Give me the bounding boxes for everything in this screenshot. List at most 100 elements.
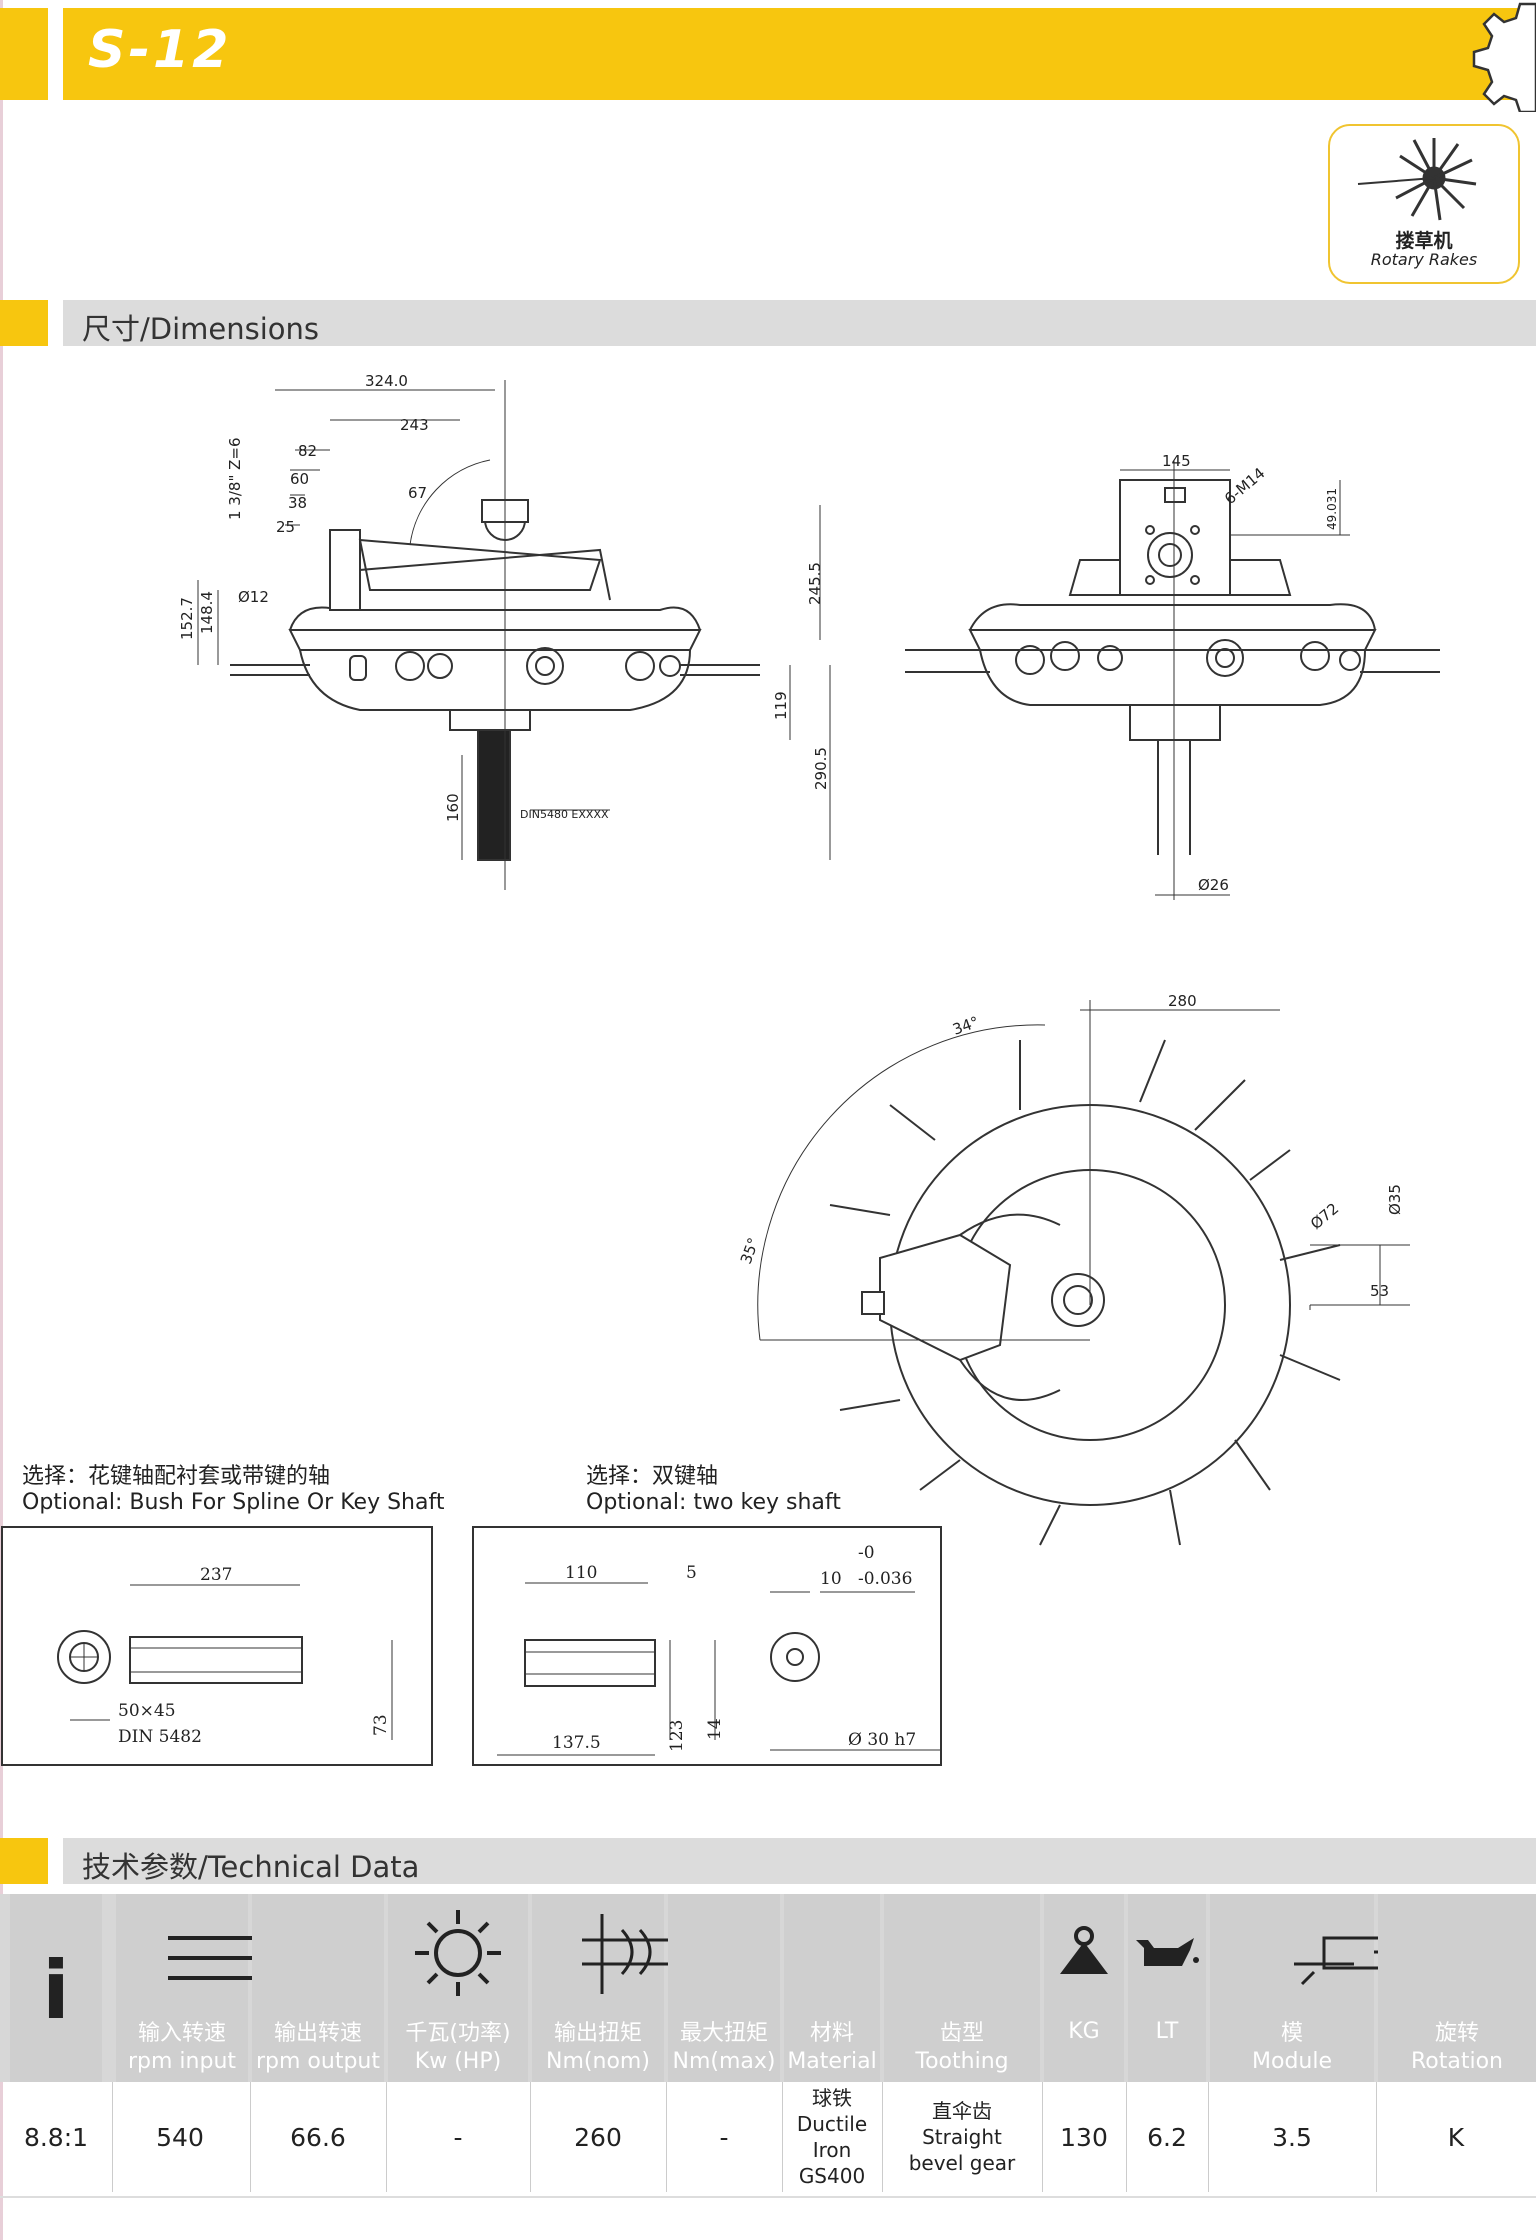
value-nm-nom: 260 <box>574 2122 622 2152</box>
header-kg: KG <box>1044 1894 1124 2082</box>
value-ratio: 8.8:1 <box>23 2122 89 2152</box>
value-material-en1: Ductile Iron <box>796 2112 868 2162</box>
dim-35: 35° <box>737 1235 763 1266</box>
value-toothing-en2: bevel gear <box>908 2151 1016 2175</box>
opt-right-tol-bot: -0.036 <box>858 1569 912 1589</box>
value-nm-max: - <box>719 2122 729 2152</box>
header-ratio: i <box>10 1894 102 2082</box>
section-bar-technical <box>63 1838 1536 1884</box>
dim-width: 324.0 <box>365 372 408 390</box>
dim-243: 243 <box>400 416 429 434</box>
value-kw: - <box>453 2122 463 2152</box>
dim-152: 152.7 <box>178 597 196 640</box>
dim-160: 160 <box>444 793 462 822</box>
dim-38: 38 <box>288 494 307 512</box>
dim-spline-code: DIN5480 EXXXX <box>520 808 609 821</box>
dim-53: 53 <box>1370 1282 1389 1300</box>
technical-drawing: 324.0 243 82 60 38 25 67 1 3/8" Z=6 Ø12 … <box>1 372 1440 1766</box>
opt-left-length: 237 <box>200 1565 232 1585</box>
ratio-symbol: i <box>42 1944 70 2037</box>
dim-245: 245.5 <box>806 562 824 605</box>
section-title-technical: 技术参数/Technical Data <box>82 1850 420 1884</box>
dim-angle: 67 <box>408 484 427 502</box>
opt-right-dia: Ø 30 h7 <box>848 1730 916 1750</box>
logo-text-zh: 搂草机 <box>1395 230 1453 252</box>
opt-right-tol-top: -0 <box>858 1543 875 1563</box>
opt-right-110: 110 <box>565 1563 597 1583</box>
dim-d35: Ø35 <box>1386 1184 1404 1215</box>
rotary-rakes-logo: 搂草机 Rotary Rakes <box>1328 124 1520 284</box>
section-accent-technical <box>0 1838 48 1884</box>
opt-right-14: 14 <box>705 1718 725 1740</box>
opt-right-137: 137.5 <box>552 1733 601 1753</box>
dim-290: 290.5 <box>812 747 830 790</box>
rake-icon <box>1357 138 1477 221</box>
dim-25: 25 <box>276 518 295 536</box>
header-bar <box>63 8 1536 100</box>
value-toothing-en1: Straight <box>922 2125 1002 2149</box>
dim-49: 49.031 <box>1325 488 1339 530</box>
value-module: 3.5 <box>1272 2122 1312 2152</box>
header-kw-label: 千瓦(功率)Kw (HP) <box>405 2021 511 2074</box>
header-kg-label: KG <box>1068 2019 1100 2044</box>
option-left-caption-zh: 选择：花键轴配衬套或带键的轴 <box>22 1464 331 1489</box>
dim-82: 82 <box>298 442 317 460</box>
section-accent-dimensions <box>0 300 48 346</box>
header-kw: 千瓦(功率)Kw (HP) <box>388 1894 528 2082</box>
opt-right-10: 10 <box>820 1569 842 1589</box>
option-left-caption-en: Optional: Bush For Spline Or Key Shaft <box>22 1490 445 1515</box>
page-left-border <box>0 0 3 2240</box>
dim-148: 148.4 <box>198 591 216 634</box>
dim-145: 145 <box>1162 452 1191 470</box>
dim-119: 119 <box>772 691 790 720</box>
value-kg: 130 <box>1060 2122 1108 2152</box>
option-right-caption-en: Optional: two key shaft <box>586 1490 841 1515</box>
value-material-en2: GS400 <box>798 2164 866 2188</box>
value-toothing-zh: 直伞齿 <box>932 2099 992 2123</box>
logo-text-en: Rotary Rakes <box>1370 250 1478 269</box>
value-rotation: K <box>1447 2122 1465 2152</box>
header-lt-label: LT <box>1155 2019 1179 2044</box>
dim-thread: 1 3/8" Z=6 <box>226 437 244 520</box>
value-material: 球铁 Ductile Iron GS400 <box>782 2082 882 2192</box>
dim-60: 60 <box>290 470 309 488</box>
oil-can-icon <box>1136 1938 1199 1966</box>
value-material-zh: 球铁 <box>812 2086 852 2110</box>
option-left-caption: 选择：花键轴配衬套或带键的轴 Optional: Bush For Spline… <box>22 1464 444 1516</box>
weight-icon <box>1060 1926 1108 1974</box>
value-rpm-input: 540 <box>156 2122 204 2152</box>
gear-icon <box>1472 2 1536 112</box>
opt-left-73: 73 <box>371 1714 391 1736</box>
value-lt: 6.2 <box>1147 2122 1187 2152</box>
value-toothing: 直伞齿 Straight bevel gear <box>882 2082 1042 2192</box>
dim-280: 280 <box>1168 992 1197 1010</box>
section-title-dimensions: 尺寸/Dimensions <box>82 312 320 346</box>
dim-d72: Ø72 <box>1307 1199 1342 1233</box>
page-title: S-12 <box>88 20 232 80</box>
option-right-caption: 选择：双键轴 Optional: two key shaft <box>586 1464 841 1516</box>
header-accent <box>0 8 48 100</box>
header-lt: LT <box>1128 1894 1206 2082</box>
sun-icon <box>415 1910 501 1996</box>
opt-right-123: 123 <box>667 1720 687 1752</box>
dim-d12: Ø12 <box>238 588 269 606</box>
section-bar-dimensions <box>63 300 1536 346</box>
dim-34: 34° <box>950 1013 981 1039</box>
